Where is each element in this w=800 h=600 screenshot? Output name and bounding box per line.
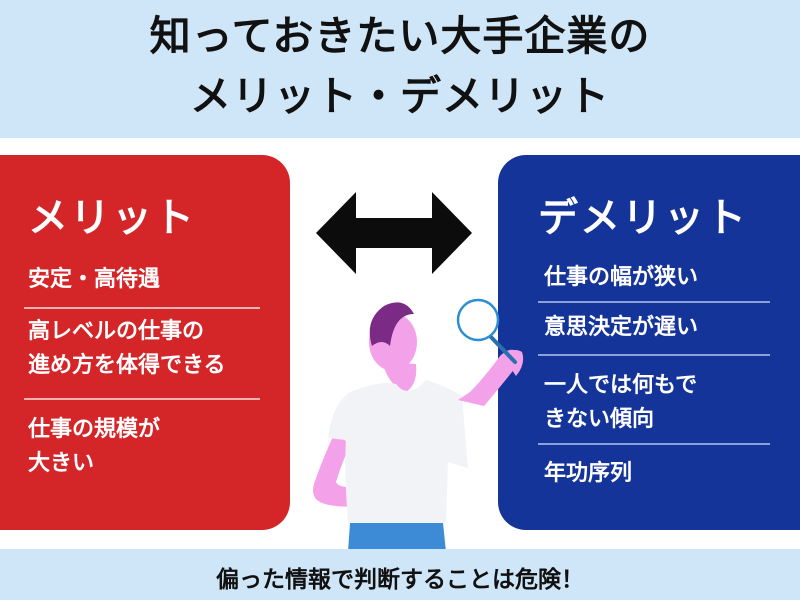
merit-item-2-line-1: 高レベルの仕事の — [28, 319, 205, 344]
demerit-item-3-line-2: きない傾向 — [544, 407, 655, 432]
merits-heading: メリット — [28, 195, 196, 241]
demerit-item-3: 一人では何もで きない傾向 — [544, 369, 697, 437]
merit-item-3: 仕事の規模が 大きい — [28, 413, 160, 481]
demerits-heading: デメリット — [538, 195, 748, 241]
left-arm-skin — [313, 430, 356, 507]
magnifier-icon — [456, 298, 517, 364]
hair — [369, 302, 414, 346]
demerit-item-1-line-1: 仕事の幅が狭い — [544, 265, 699, 290]
merit-item-1-line-1: 安定・高待遇 — [28, 267, 161, 292]
demerit-divider — [538, 443, 770, 445]
footer-band — [0, 549, 800, 600]
demerit-item-4-line-1: 年功序列 — [544, 461, 633, 486]
merit-item-3-line-1: 仕事の規模が — [28, 417, 161, 442]
page-title-line-1: 知っておきたい大手企業の — [149, 12, 651, 60]
merit-divider — [24, 398, 260, 400]
demerit-divider — [538, 354, 770, 356]
merit-item-1: 安定・高待遇 — [28, 263, 160, 297]
demerit-item-1: 仕事の幅が狭い — [544, 261, 698, 295]
demerit-item-2: 意思決定が遅い — [544, 311, 698, 345]
person-with-magnifier-illustration — [313, 298, 524, 550]
footer-warning: 偏った情報で判断することは危険！ — [216, 567, 584, 593]
merits-panel: メリット 安定・高待遇 高レベルの仕事の 進め方を体得できる 仕事の規模が 大き… — [0, 155, 290, 530]
pants — [348, 523, 446, 550]
demerit-item-3-line-1: 一人では何もで — [544, 373, 698, 398]
merit-item-3-line-2: 大きい — [28, 451, 95, 476]
demerit-item-4: 年功序列 — [544, 457, 632, 491]
shirt — [328, 380, 468, 523]
demerits-panel: デメリット 仕事の幅が狭い 意思決定が遅い 一人では何もで きない傾向 年功序列 — [498, 155, 800, 530]
demerit-item-2-line-1: 意思決定が遅い — [544, 315, 699, 340]
page-title: 知っておきたい大手企業の メリット・デメリット — [0, 6, 800, 126]
raised-arm-skin — [458, 349, 520, 406]
page-title-line-2: メリット・デメリット — [190, 72, 610, 120]
demerit-divider — [538, 301, 770, 303]
merit-item-2: 高レベルの仕事の 進め方を体得できる — [28, 315, 226, 383]
title-band — [0, 0, 800, 138]
merit-item-2-line-2: 進め方を体得できる — [28, 353, 226, 378]
merit-divider — [24, 307, 260, 309]
double-headed-arrow-icon — [316, 192, 472, 274]
